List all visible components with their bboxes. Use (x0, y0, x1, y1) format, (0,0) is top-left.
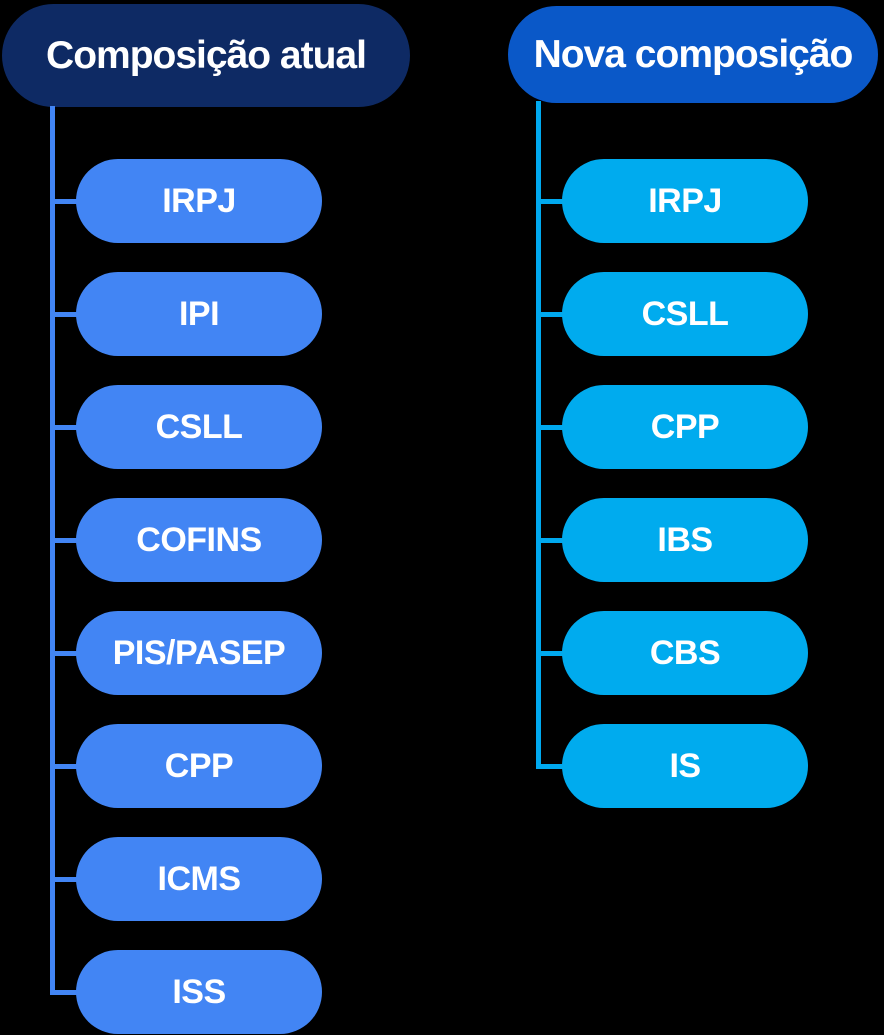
connector-tick (50, 764, 77, 769)
tax-pill: COFINS (76, 498, 322, 582)
current-connector-line (50, 106, 55, 995)
tax-pill: CPP (562, 385, 808, 469)
connector-tick (536, 425, 563, 430)
connector-tick (50, 877, 77, 882)
new-composition-header: Nova composição (508, 6, 878, 103)
tax-pill: ICMS (76, 837, 322, 921)
connector-tick (536, 764, 563, 769)
tax-pill: IS (562, 724, 808, 808)
tax-pill: IPI (76, 272, 322, 356)
current-composition-header: Composição atual (2, 4, 410, 107)
tax-pill: CSLL (562, 272, 808, 356)
tax-pill: IBS (562, 498, 808, 582)
tax-pill: IRPJ (562, 159, 808, 243)
connector-tick (50, 990, 77, 995)
connector-tick (536, 312, 563, 317)
tax-pill: CPP (76, 724, 322, 808)
connector-tick (536, 199, 563, 204)
new-connector-line (536, 101, 541, 769)
connector-tick (536, 651, 563, 656)
tax-pill: PIS/PASEP (76, 611, 322, 695)
tax-pill: IRPJ (76, 159, 322, 243)
tax-pill: ISS (76, 950, 322, 1034)
tax-pill: CBS (562, 611, 808, 695)
connector-tick (50, 199, 77, 204)
connector-tick (536, 538, 563, 543)
connector-tick (50, 538, 77, 543)
connector-tick (50, 312, 77, 317)
connector-tick (50, 651, 77, 656)
connector-tick (50, 425, 77, 430)
tax-pill: CSLL (76, 385, 322, 469)
